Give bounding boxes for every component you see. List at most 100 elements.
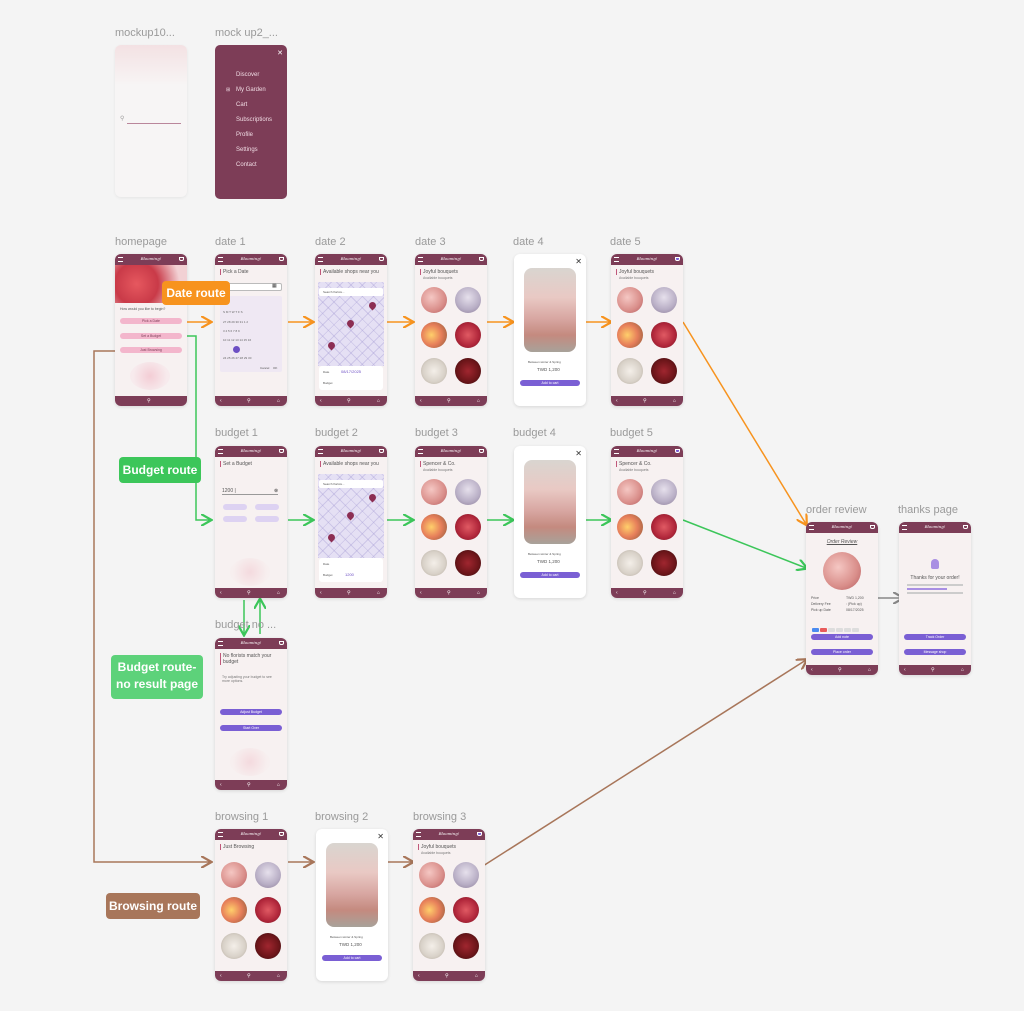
bouquet-thumb[interactable]: [455, 322, 481, 348]
menu-item-contact[interactable]: Contact: [236, 162, 257, 168]
home-icon[interactable]: ⌂: [277, 398, 281, 404]
home-icon[interactable]: ⌂: [277, 973, 281, 979]
back-icon[interactable]: ‹: [320, 590, 322, 596]
bouquet-thumb[interactable]: [419, 862, 445, 888]
set-budget-button[interactable]: Set a Budget: [120, 333, 182, 339]
map-search-input[interactable]: [319, 480, 383, 488]
message-shop-button[interactable]: Message shop: [904, 649, 966, 655]
budget-input[interactable]: 1200 |: [222, 488, 278, 495]
search-icon[interactable]: ⚲: [347, 590, 351, 596]
bouquet-thumb[interactable]: [651, 514, 677, 540]
home-icon[interactable]: ⌂: [277, 590, 281, 596]
budget-preset[interactable]: [255, 504, 279, 510]
menu-item-my-garden[interactable]: My Garden: [236, 87, 266, 93]
menu-icon[interactable]: [218, 832, 223, 837]
bouquet-thumb[interactable]: [617, 514, 643, 540]
adjust-budget-button[interactable]: Adjust Budget: [220, 709, 282, 715]
pick-date-button[interactable]: Pick a Date: [120, 318, 182, 324]
search-icon[interactable]: ⚲: [447, 590, 451, 596]
menu-item-profile[interactable]: Profile: [236, 132, 254, 138]
place-order-button[interactable]: Place order: [811, 649, 873, 655]
bouquet-thumb[interactable]: [651, 322, 677, 348]
close-icon[interactable]: ✕: [575, 449, 582, 458]
search-icon[interactable]: ⚲: [147, 398, 151, 404]
bouquet-thumb[interactable]: [455, 514, 481, 540]
search-icon[interactable]: ⚲: [643, 590, 647, 596]
bouquet-thumb[interactable]: [455, 287, 481, 313]
budget-preset[interactable]: [223, 504, 247, 510]
back-icon[interactable]: ‹: [220, 590, 222, 596]
add-to-cart-button[interactable]: Add to cart: [520, 572, 580, 578]
menu-icon[interactable]: [614, 257, 619, 262]
bouquet-thumb[interactable]: [255, 897, 281, 923]
bouquet-thumb[interactable]: [651, 479, 677, 505]
back-icon[interactable]: ‹: [811, 667, 813, 673]
home-icon[interactable]: ⌂: [673, 398, 677, 404]
bouquet-thumb[interactable]: [651, 550, 677, 576]
bouquet-thumb[interactable]: [221, 862, 247, 888]
back-icon[interactable]: ‹: [418, 973, 420, 979]
cart-icon[interactable]: [479, 257, 484, 261]
track-order-button[interactable]: Track Order: [904, 634, 966, 640]
bouquet-thumb[interactable]: [453, 862, 479, 888]
bouquet-thumb[interactable]: [453, 897, 479, 923]
cart-icon[interactable]: [279, 449, 284, 453]
bouquet-thumb[interactable]: [455, 550, 481, 576]
payment-methods[interactable]: [812, 619, 860, 637]
cart-icon[interactable]: [477, 832, 482, 836]
cart-icon[interactable]: [279, 257, 284, 261]
search-icon[interactable]: ⚲: [247, 398, 251, 404]
bouquet-thumb[interactable]: [651, 358, 677, 384]
search-icon[interactable]: ⚲: [643, 398, 647, 404]
home-icon[interactable]: ⌂: [477, 398, 481, 404]
bouquet-thumb[interactable]: [421, 514, 447, 540]
bouquet-thumb[interactable]: [617, 287, 643, 313]
bouquet-thumb[interactable]: [221, 897, 247, 923]
calendar-cancel[interactable]: Cancel: [260, 366, 270, 370]
bouquet-thumb[interactable]: [255, 933, 281, 959]
home-icon[interactable]: ⌂: [377, 590, 381, 596]
menu-icon[interactable]: [318, 449, 323, 454]
bouquet-thumb[interactable]: [221, 933, 247, 959]
menu-icon[interactable]: [118, 257, 123, 262]
bouquet-thumb[interactable]: [651, 287, 677, 313]
menu-item-subscriptions[interactable]: Subscriptions: [236, 117, 273, 123]
start-over-button[interactable]: Start Over: [220, 725, 282, 731]
search-icon[interactable]: ⚲: [247, 782, 251, 788]
cart-icon[interactable]: [963, 525, 968, 529]
payment-icon[interactable]: [812, 628, 819, 632]
bouquet-thumb[interactable]: [455, 358, 481, 384]
menu-icon[interactable]: [809, 525, 814, 530]
cart-icon[interactable]: [279, 641, 284, 645]
search-icon[interactable]: ⚲: [247, 590, 251, 596]
menu-item-discover[interactable]: Discover: [236, 72, 260, 78]
menu-icon[interactable]: [218, 641, 223, 646]
add-note-button[interactable]: Add note: [811, 634, 873, 640]
search-icon[interactable]: ⚲: [931, 667, 935, 673]
cart-icon[interactable]: [279, 832, 284, 836]
search-icon[interactable]: ⚲: [347, 398, 351, 404]
home-icon[interactable]: ⌂: [475, 973, 479, 979]
back-icon[interactable]: ‹: [220, 782, 222, 788]
close-icon[interactable]: ✕: [575, 257, 582, 266]
payment-icon[interactable]: [852, 628, 859, 632]
bouquet-thumb[interactable]: [421, 287, 447, 313]
selected-date-marker[interactable]: [233, 346, 240, 353]
bouquet-thumb[interactable]: [419, 933, 445, 959]
back-icon[interactable]: ‹: [220, 398, 222, 404]
menu-icon[interactable]: [902, 525, 907, 530]
back-icon[interactable]: ‹: [420, 590, 422, 596]
bouquet-thumb[interactable]: [453, 933, 479, 959]
back-icon[interactable]: ‹: [420, 398, 422, 404]
cart-icon[interactable]: [675, 449, 680, 453]
mockup1-search-input[interactable]: [127, 123, 181, 124]
home-icon[interactable]: ⌂: [377, 398, 381, 404]
close-icon[interactable]: ✕: [277, 50, 283, 57]
just-browsing-button[interactable]: Just Browsing: [120, 347, 182, 353]
bouquet-thumb[interactable]: [617, 479, 643, 505]
payment-icon[interactable]: [820, 628, 827, 632]
bouquet-thumb[interactable]: [617, 550, 643, 576]
cart-icon[interactable]: [479, 449, 484, 453]
close-icon[interactable]: ✕: [377, 832, 384, 841]
back-icon[interactable]: ‹: [616, 398, 618, 404]
